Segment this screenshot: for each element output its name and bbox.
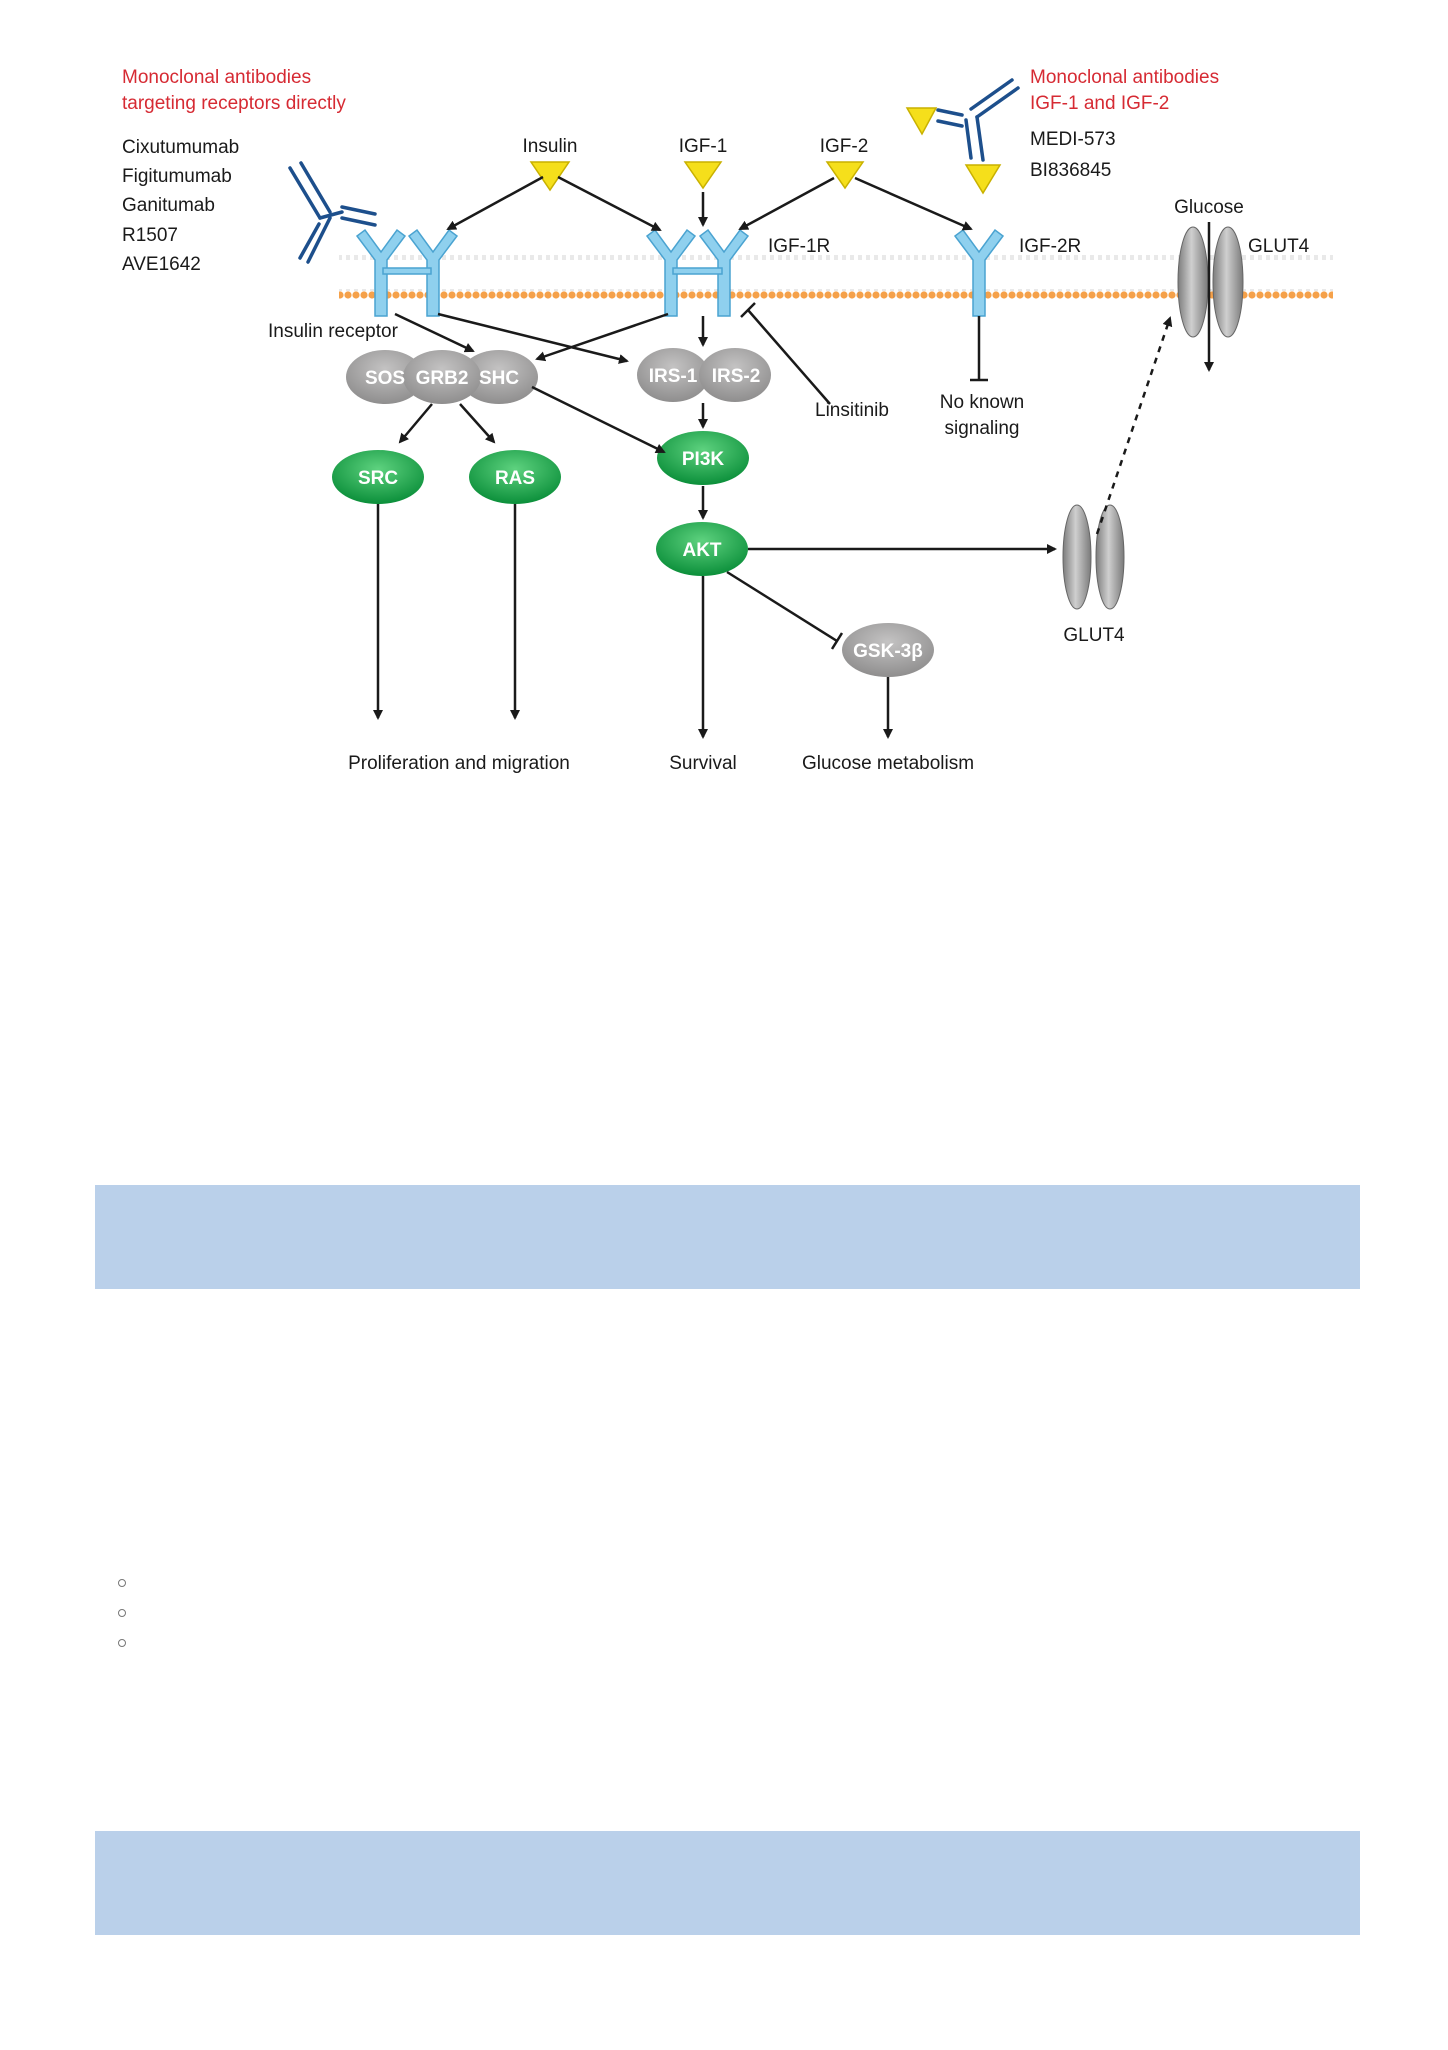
igf-signaling-diagram: Monoclonal antibodies targeting receptor… [122,67,1333,774]
glut4-transporter-icon [1177,226,1244,338]
igf2-ligand-icon [825,161,865,190]
ligand-labels: Insulin IGF-1 IGF-2 Glucose [523,136,1244,218]
content-banner-2 [95,1831,1360,1935]
src-label: SRC [358,468,398,489]
igf2r-receptor-icon [953,228,1005,317]
inhibition-lines [726,302,988,650]
bullet-circle-icon [118,1579,126,1587]
left-heading-line-1: Monoclonal antibodies [122,67,311,88]
pi3k-label: PI3K [682,449,725,470]
sos-label: SOS [365,368,405,389]
irs1-label: IRS-1 [649,366,698,387]
ras-node: RAS [469,450,561,504]
igf2r-label: IGF-2R [1019,236,1081,257]
drug-figitumumab: Figitumumab [122,166,232,187]
irs-complex: IRS-1 IRS-2 [637,348,771,402]
bullet-circle-icon [118,1639,126,1647]
bound-igf-ligand-left-icon [905,107,938,136]
bound-igf-ligand-bottom-icon [964,164,1002,195]
grb2-label: GRB2 [416,368,469,389]
akt-label: AKT [682,540,721,561]
gsk3b-label: GSK-3β [853,641,923,662]
antibody-right-icon [936,78,1020,162]
left-drug-list: Cixutumumab Figitumumab Ganitumab R1507 … [122,137,239,275]
igf1-ligand-icon [683,161,723,190]
left-heading: Monoclonal antibodies targeting receptor… [122,67,346,114]
insulin-ligand-icon [529,161,571,192]
linsitinib-label: Linsitinib [815,400,889,421]
glut4-vesicle-label: GLUT4 [1063,625,1125,646]
pi3k-node: PI3K [657,431,749,485]
outcome-glucose-metabolism: Glucose metabolism [802,753,974,774]
drug-cixutumumab: Cixutumumab [122,137,239,158]
igf1r-label: IGF-1R [768,236,830,257]
igf1r-receptor-icon [645,228,750,317]
ras-label: RAS [495,468,535,489]
left-heading-line-2: targeting receptors directly [122,93,346,114]
content-banner-1 [95,1185,1360,1289]
irs2-label: IRS-2 [712,366,761,387]
insulin-receptor-label: Insulin receptor [268,321,399,342]
right-drug-list: MEDI-573 BI836845 [1030,129,1116,181]
akt-node: AKT [656,522,748,576]
shc-label: SHC [479,368,519,389]
igf1-label: IGF-1 [679,136,728,157]
drug-bi836845: BI836845 [1030,160,1111,181]
right-heading: Monoclonal antibodies IGF-1 and IGF-2 [1030,67,1219,114]
right-heading-line-1: Monoclonal antibodies [1030,67,1219,88]
cell-membrane [339,255,1333,313]
drug-ganitumab: Ganitumab [122,195,215,216]
drug-r1507: R1507 [122,225,178,246]
antibody-left-icon [288,161,377,264]
outcome-survival: Survival [669,753,737,774]
glucose-label: Glucose [1174,197,1244,218]
glut4-membrane-label: GLUT4 [1248,236,1310,257]
bullet-circle-icon [118,1609,126,1617]
pathway-arrows [373,175,1214,739]
no-signal-line-1: No known [940,392,1025,413]
outcome-proliferation: Proliferation and migration [348,753,570,774]
gsk3b-node: GSK-3β [842,623,934,677]
igf2-label: IGF-2 [820,136,869,157]
receptor-labels: Insulin receptor IGF-1R IGF-2R GLUT4 GLU… [268,236,1310,646]
sos-grb2-shc-complex: SOS GRB2 SHC [346,350,538,404]
insulin-label: Insulin [523,136,578,157]
insulin-receptor-icon [355,228,459,317]
no-signal-line-2: signaling [945,418,1020,439]
src-node: SRC [332,450,424,504]
right-heading-line-2: IGF-1 and IGF-2 [1030,93,1169,114]
drug-ave1642: AVE1642 [122,254,201,275]
glut4-vesicle-icon [1062,504,1125,610]
drug-medi-573: MEDI-573 [1030,129,1116,150]
